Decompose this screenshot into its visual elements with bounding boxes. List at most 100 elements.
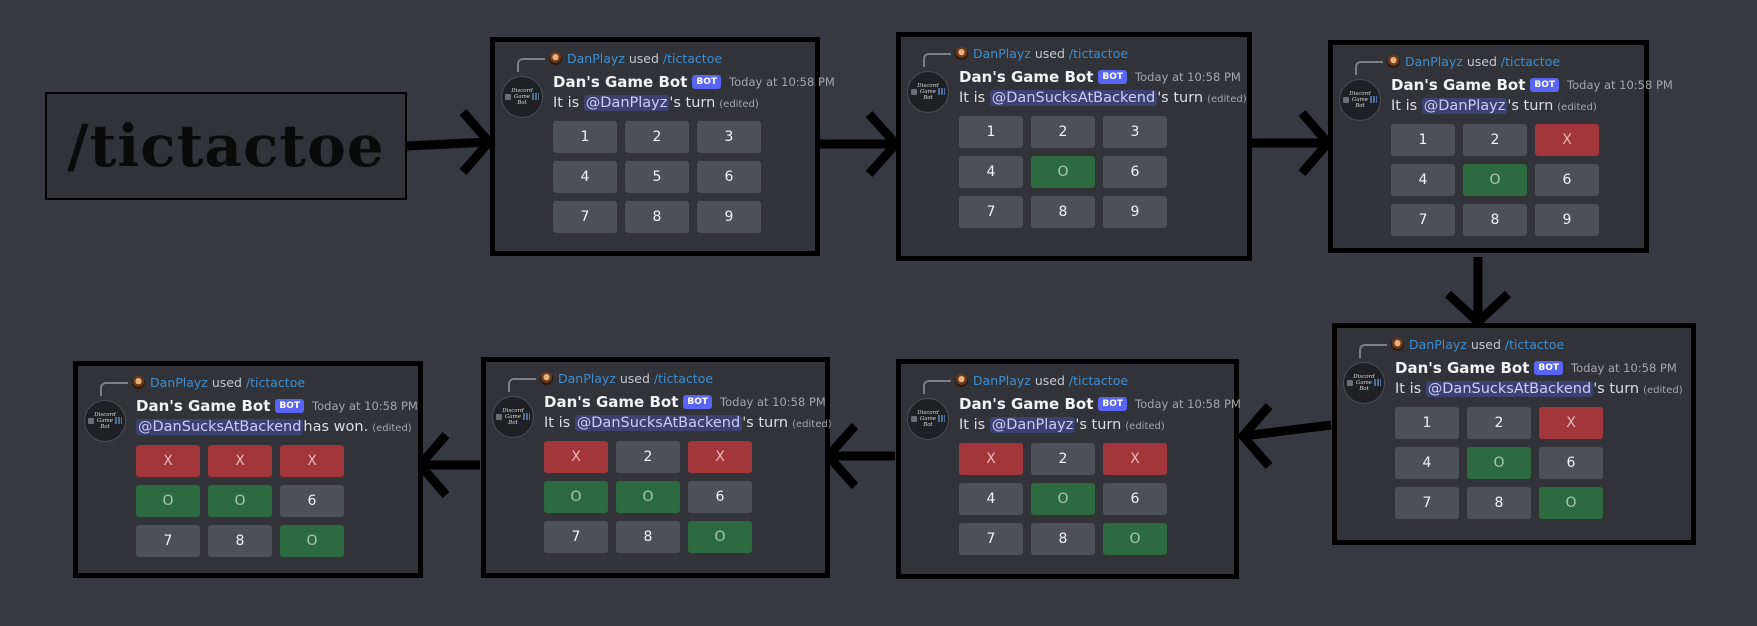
reply-username[interactable]: DanPlayz: [150, 374, 208, 390]
board-cell-button[interactable]: 4: [1395, 447, 1459, 479]
board-cell-button[interactable]: O: [280, 525, 344, 557]
board-cell-button[interactable]: 3: [697, 121, 761, 153]
board-cell-button[interactable]: O: [1539, 487, 1603, 519]
board-cell-button[interactable]: 4: [553, 161, 617, 193]
board-cell-button[interactable]: 8: [1031, 196, 1095, 228]
reply-command[interactable]: /tictactoe: [1504, 336, 1565, 352]
board-cell-button[interactable]: 1: [959, 116, 1023, 148]
board-cell-button[interactable]: 2: [616, 441, 680, 473]
board-cell-button[interactable]: X: [544, 441, 608, 473]
board-cell-button[interactable]: 7: [544, 521, 608, 553]
board-cell-button[interactable]: 8: [208, 525, 272, 557]
user-mention[interactable]: @DanSucksAtBackend: [1425, 381, 1594, 397]
reply-command[interactable]: /tictactoe: [653, 370, 714, 386]
bot-name[interactable]: Dan's Game Bot: [544, 393, 679, 411]
user-mention[interactable]: @DanSucksAtBackend: [989, 90, 1158, 106]
board-cell-button[interactable]: 6: [280, 485, 344, 517]
board-cell-button[interactable]: 6: [1539, 447, 1603, 479]
board-cell-button[interactable]: 7: [959, 196, 1023, 228]
reply-username[interactable]: DanPlayz: [1409, 336, 1467, 352]
board-cell-button[interactable]: 9: [697, 201, 761, 233]
board-cell-button[interactable]: 2: [1031, 443, 1095, 475]
bot-avatar-icon[interactable]: Discord Game Bot: [907, 71, 949, 113]
reply-reference[interactable]: DanPlayz used /tictactoe: [923, 372, 1129, 394]
user-mention[interactable]: @DanPlayz: [989, 417, 1076, 433]
reply-reference[interactable]: DanPlayz used /tictactoe: [100, 374, 306, 396]
board-cell-button[interactable]: O: [616, 481, 680, 513]
reply-reference[interactable]: DanPlayz used /tictactoe: [923, 45, 1129, 67]
board-cell-button[interactable]: 1: [1395, 407, 1459, 439]
board-cell-button[interactable]: 5: [625, 161, 689, 193]
board-cell-button[interactable]: 8: [1031, 523, 1095, 555]
board-cell-button[interactable]: X: [280, 445, 344, 477]
board-cell-button[interactable]: 2: [1031, 116, 1095, 148]
board-cell-button[interactable]: 7: [1395, 487, 1459, 519]
reply-reference[interactable]: DanPlayz used /tictactoe: [1355, 53, 1561, 75]
board-cell-button[interactable]: O: [1031, 483, 1095, 515]
board-cell-button[interactable]: O: [1463, 164, 1527, 196]
bot-name[interactable]: Dan's Game Bot: [1391, 76, 1526, 94]
board-cell-button[interactable]: 1: [1391, 124, 1455, 156]
user-mention[interactable]: @DanSucksAtBackend: [136, 419, 304, 435]
bot-avatar-icon[interactable]: Discord Game Bot: [492, 396, 534, 438]
board-cell-button[interactable]: 4: [1391, 164, 1455, 196]
reply-command[interactable]: /tictactoe: [662, 50, 723, 66]
reply-command[interactable]: /tictactoe: [1068, 45, 1129, 61]
board-cell-button[interactable]: 6: [1535, 164, 1599, 196]
bot-name[interactable]: Dan's Game Bot: [959, 395, 1094, 413]
bot-name[interactable]: Dan's Game Bot: [1395, 359, 1530, 377]
board-cell-button[interactable]: 4: [959, 483, 1023, 515]
reply-command[interactable]: /tictactoe: [245, 374, 306, 390]
board-cell-button[interactable]: 6: [1103, 483, 1167, 515]
board-cell-button[interactable]: 9: [1535, 204, 1599, 236]
board-cell-button[interactable]: 9: [1103, 196, 1167, 228]
bot-avatar-icon[interactable]: Discord Game Bot: [907, 398, 949, 440]
board-cell-button[interactable]: 7: [136, 525, 200, 557]
board-cell-button[interactable]: O: [208, 485, 272, 517]
bot-avatar-icon[interactable]: Discord Game Bot: [1343, 362, 1385, 404]
board-cell-button[interactable]: 2: [625, 121, 689, 153]
reply-reference[interactable]: DanPlayz used /tictactoe: [517, 50, 723, 72]
reply-username[interactable]: DanPlayz: [1405, 53, 1463, 69]
board-cell-button[interactable]: O: [1031, 156, 1095, 188]
board-cell-button[interactable]: 6: [1103, 156, 1167, 188]
board-cell-button[interactable]: X: [208, 445, 272, 477]
bot-avatar-icon[interactable]: Discord Game Bot: [84, 400, 126, 442]
reply-reference[interactable]: DanPlayz used /tictactoe: [508, 370, 714, 392]
board-cell-button[interactable]: X: [136, 445, 200, 477]
bot-name[interactable]: Dan's Game Bot: [136, 397, 271, 415]
board-cell-button[interactable]: 2: [1467, 407, 1531, 439]
reply-username[interactable]: DanPlayz: [567, 50, 625, 66]
reply-username[interactable]: DanPlayz: [973, 45, 1031, 61]
board-cell-button[interactable]: 1: [553, 121, 617, 153]
board-cell-button[interactable]: O: [1103, 523, 1167, 555]
board-cell-button[interactable]: 8: [1463, 204, 1527, 236]
board-cell-button[interactable]: 3: [1103, 116, 1167, 148]
bot-name[interactable]: Dan's Game Bot: [553, 73, 688, 91]
reply-command[interactable]: /tictactoe: [1500, 53, 1561, 69]
board-cell-button[interactable]: 8: [1467, 487, 1531, 519]
board-cell-button[interactable]: 4: [959, 156, 1023, 188]
board-cell-button[interactable]: 7: [553, 201, 617, 233]
board-cell-button[interactable]: X: [1103, 443, 1167, 475]
reply-reference[interactable]: DanPlayz used /tictactoe: [1359, 336, 1565, 358]
board-cell-button[interactable]: O: [544, 481, 608, 513]
bot-name[interactable]: Dan's Game Bot: [959, 68, 1094, 86]
board-cell-button[interactable]: 2: [1463, 124, 1527, 156]
board-cell-button[interactable]: 6: [697, 161, 761, 193]
board-cell-button[interactable]: X: [959, 443, 1023, 475]
bot-avatar-icon[interactable]: Discord Game Bot: [1339, 79, 1381, 121]
board-cell-button[interactable]: 8: [625, 201, 689, 233]
board-cell-button[interactable]: 7: [959, 523, 1023, 555]
user-mention[interactable]: @DanPlayz: [1421, 98, 1508, 114]
board-cell-button[interactable]: 8: [616, 521, 680, 553]
board-cell-button[interactable]: O: [136, 485, 200, 517]
reply-command[interactable]: /tictactoe: [1068, 372, 1129, 388]
reply-username[interactable]: DanPlayz: [558, 370, 616, 386]
board-cell-button[interactable]: X: [688, 441, 752, 473]
board-cell-button[interactable]: X: [1539, 407, 1603, 439]
board-cell-button[interactable]: O: [1467, 447, 1531, 479]
board-cell-button[interactable]: X: [1535, 124, 1599, 156]
reply-username[interactable]: DanPlayz: [973, 372, 1031, 388]
user-mention[interactable]: @DanSucksAtBackend: [574, 415, 743, 431]
